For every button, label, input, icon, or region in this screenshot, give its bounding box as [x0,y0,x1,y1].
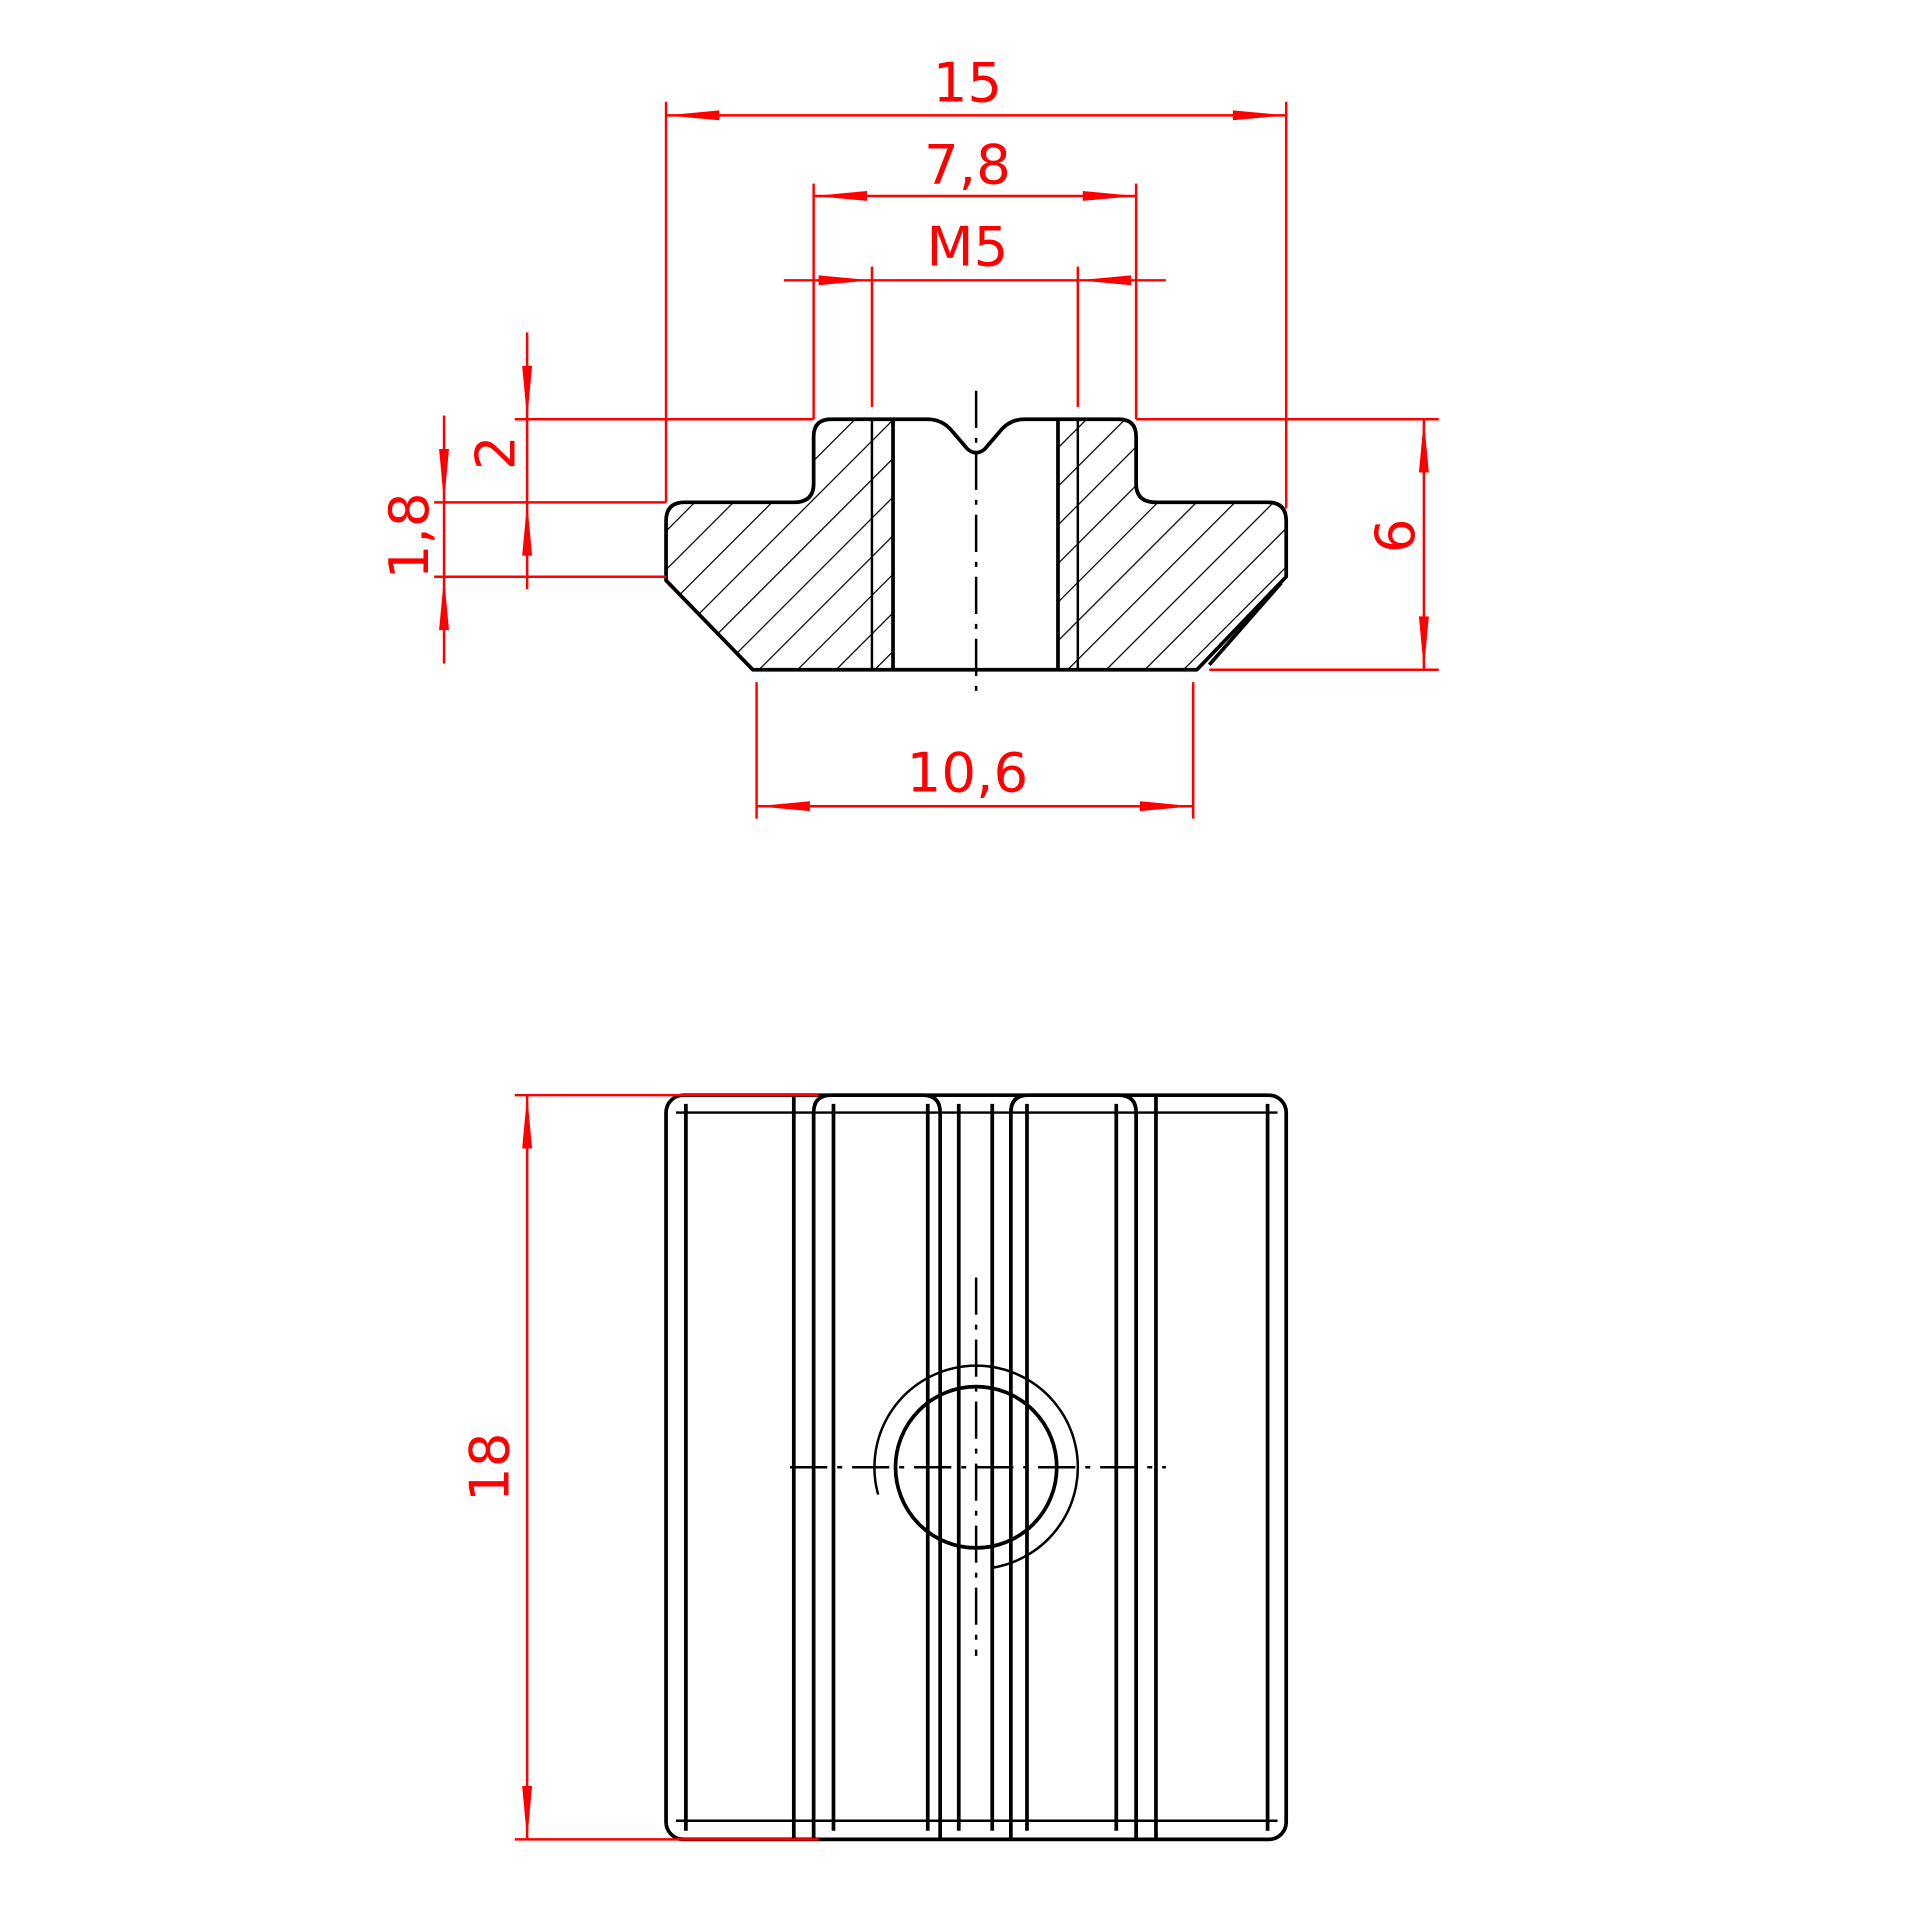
top-view-outline [664,1093,1289,1842]
section-dimensions: 15 7,8 M5 6 2 1,8 10,6 [377,51,1439,819]
dim-thread: M5 [927,214,1009,278]
dim-flange-height: 1,8 [377,492,441,579]
chamfer-line [1207,581,1283,667]
dim-neck-width: 7,8 [924,133,1011,197]
thread-arc [873,1364,1080,1569]
hatch-thread-left [871,419,894,670]
dim-total-height: 6 [1363,518,1427,553]
hatch-thread-right [1057,419,1078,670]
dim-bottom-width: 10,6 [907,740,1028,804]
dim-length: 18 [458,1433,522,1502]
top-view-dimension: 18 [458,1093,819,1841]
top-view [664,1093,1289,1842]
section-view [664,390,1289,698]
dim-overall-width: 15 [933,51,1002,115]
dim-neck-height: 2 [464,435,528,470]
section-outline [664,417,1289,672]
